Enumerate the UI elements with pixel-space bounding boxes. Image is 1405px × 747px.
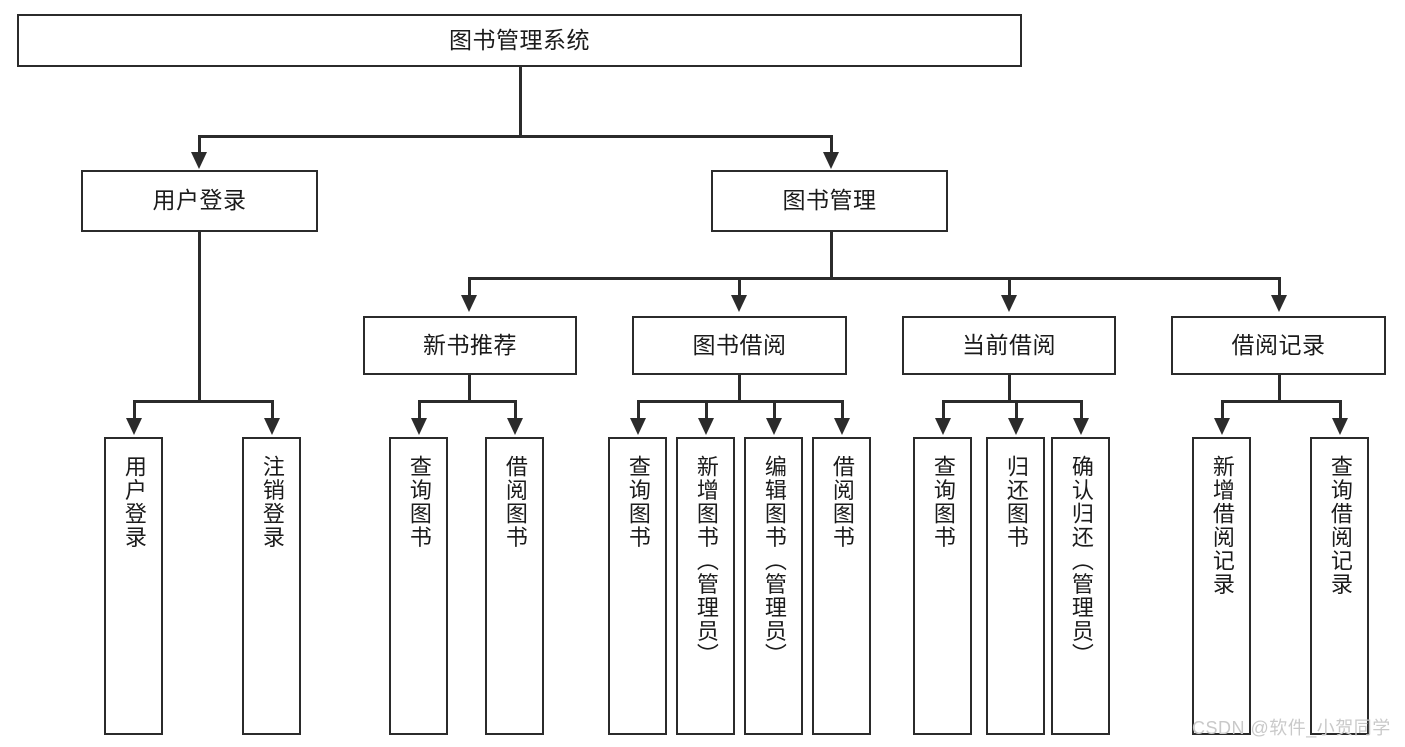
node-root-system-label: 图书管理系统 bbox=[449, 26, 590, 53]
node-book-borrow[interactable]: 图书借阅 bbox=[632, 316, 847, 375]
arrow-book-mgmt-to-records bbox=[1271, 295, 1287, 312]
leaf-add-borrow-record[interactable]: 新增借阅记录 bbox=[1192, 437, 1251, 735]
arrow-current-borrow-to-leaf-3 bbox=[1073, 418, 1089, 435]
node-new-book-recommend-label: 新书推荐 bbox=[423, 331, 517, 358]
connector-borrow-records-bar bbox=[1221, 400, 1340, 403]
leaf-return-book[interactable]: 归还图书 bbox=[986, 437, 1045, 735]
connector-book-mgmt-to-current bbox=[1008, 277, 1011, 297]
connector-new-book-to-leaf-1 bbox=[418, 400, 421, 420]
arrow-book-mgmt-to-current bbox=[1001, 295, 1017, 312]
arrow-current-borrow-to-leaf-2 bbox=[1008, 418, 1024, 435]
node-new-book-recommend[interactable]: 新书推荐 bbox=[363, 316, 577, 375]
leaf-edit-book-admin[interactable]: 编辑图书（管理员） bbox=[744, 437, 803, 735]
connector-book-borrow-to-leaf-2 bbox=[705, 400, 708, 420]
node-user-login[interactable]: 用户登录 bbox=[81, 170, 318, 232]
connector-user-login-bar bbox=[133, 400, 273, 403]
connector-book-mgmt-to-records bbox=[1278, 277, 1281, 297]
leaf-return-book-label: 归还图书 bbox=[1003, 455, 1029, 549]
arrow-book-borrow-to-leaf-3 bbox=[766, 418, 782, 435]
arrow-borrow-records-to-leaf-2 bbox=[1332, 418, 1348, 435]
arrow-current-borrow-to-leaf-1 bbox=[935, 418, 951, 435]
connector-book-mgmt-bar bbox=[468, 277, 1280, 280]
leaf-confirm-return-admin[interactable]: 确认归还（管理员） bbox=[1051, 437, 1110, 735]
connector-book-mgmt-stem bbox=[830, 232, 833, 279]
leaf-add-book-admin[interactable]: 新增图书（管理员） bbox=[676, 437, 735, 735]
connector-book-borrow-to-leaf-3 bbox=[773, 400, 776, 420]
arrow-root-to-book-mgmt bbox=[823, 152, 839, 169]
connector-user-login-stem bbox=[198, 232, 201, 402]
arrow-new-book-to-leaf-1 bbox=[411, 418, 427, 435]
leaf-logout-label: 注销登录 bbox=[259, 455, 285, 549]
connector-book-borrow-to-leaf-4 bbox=[841, 400, 844, 420]
connector-book-mgmt-to-new-book bbox=[468, 277, 471, 297]
connector-borrow-records-to-leaf-2 bbox=[1339, 400, 1342, 420]
csdn-watermark: CSDN @软件_小贺同学 bbox=[1192, 718, 1391, 738]
leaf-add-book-admin-label: 新增图书（管理员） bbox=[693, 455, 719, 667]
arrow-book-borrow-to-leaf-2 bbox=[698, 418, 714, 435]
leaf-borrow-book-recommend[interactable]: 借阅图书 bbox=[485, 437, 544, 735]
leaf-query-book-borrow[interactable]: 查询图书 bbox=[608, 437, 667, 735]
connector-borrow-records-stem bbox=[1278, 375, 1281, 402]
leaf-add-borrow-record-label: 新增借阅记录 bbox=[1209, 455, 1235, 596]
arrow-user-login-to-leaf-2 bbox=[264, 418, 280, 435]
leaf-query-book-current-label: 查询图书 bbox=[930, 455, 956, 549]
connector-current-borrow-bar bbox=[942, 400, 1081, 403]
connector-root-to-book-mgmt bbox=[830, 135, 833, 155]
node-borrow-records-label: 借阅记录 bbox=[1231, 331, 1326, 358]
leaf-query-book-recommend-label: 查询图书 bbox=[406, 455, 432, 549]
connector-book-borrow-stem bbox=[738, 375, 741, 402]
leaf-query-borrow-record[interactable]: 查询借阅记录 bbox=[1310, 437, 1369, 735]
leaf-user-login-label: 用户登录 bbox=[121, 455, 147, 549]
arrow-book-mgmt-to-new-book bbox=[461, 295, 477, 312]
connector-current-borrow-to-leaf-1 bbox=[942, 400, 945, 420]
arrow-user-login-to-leaf-1 bbox=[126, 418, 142, 435]
connector-user-login-to-leaf-2 bbox=[271, 400, 274, 420]
leaf-borrow-book[interactable]: 借阅图书 bbox=[812, 437, 871, 735]
node-current-borrow[interactable]: 当前借阅 bbox=[902, 316, 1116, 375]
arrow-root-to-user-login bbox=[191, 152, 207, 169]
leaf-query-borrow-record-label: 查询借阅记录 bbox=[1327, 455, 1353, 596]
connector-borrow-records-to-leaf-1 bbox=[1221, 400, 1224, 420]
leaf-logout[interactable]: 注销登录 bbox=[242, 437, 301, 735]
leaf-query-book-current[interactable]: 查询图书 bbox=[913, 437, 972, 735]
connector-book-borrow-to-leaf-1 bbox=[637, 400, 640, 420]
connector-new-book-to-leaf-2 bbox=[514, 400, 517, 420]
connector-new-book-stem bbox=[468, 375, 471, 402]
connector-current-borrow-to-leaf-3 bbox=[1080, 400, 1083, 420]
connector-current-borrow-to-leaf-2 bbox=[1015, 400, 1018, 420]
connector-root-to-user-login bbox=[198, 135, 201, 155]
node-book-management[interactable]: 图书管理 bbox=[711, 170, 948, 232]
node-borrow-records[interactable]: 借阅记录 bbox=[1171, 316, 1386, 375]
arrow-book-borrow-to-leaf-4 bbox=[834, 418, 850, 435]
connector-new-book-bar bbox=[418, 400, 517, 403]
connector-current-borrow-stem bbox=[1008, 375, 1011, 402]
connector-root-stem bbox=[519, 67, 522, 135]
node-current-borrow-label: 当前借阅 bbox=[962, 331, 1056, 358]
connector-user-login-to-leaf-1 bbox=[133, 400, 136, 420]
leaf-borrow-book-label: 借阅图书 bbox=[829, 455, 855, 549]
arrow-borrow-records-to-leaf-1 bbox=[1214, 418, 1230, 435]
connector-book-borrow-bar bbox=[637, 400, 844, 403]
leaf-edit-book-admin-label: 编辑图书（管理员） bbox=[761, 455, 787, 667]
arrow-new-book-to-leaf-2 bbox=[507, 418, 523, 435]
connector-book-mgmt-to-borrow bbox=[738, 277, 741, 297]
connector-root-bar bbox=[198, 135, 832, 138]
leaf-borrow-book-recommend-label: 借阅图书 bbox=[502, 455, 528, 549]
node-book-borrow-label: 图书借阅 bbox=[692, 331, 787, 358]
arrow-book-mgmt-to-borrow bbox=[731, 295, 747, 312]
arrow-book-borrow-to-leaf-1 bbox=[630, 418, 646, 435]
leaf-confirm-return-admin-label: 确认归还（管理员） bbox=[1068, 455, 1094, 667]
leaf-user-login[interactable]: 用户登录 bbox=[104, 437, 163, 735]
node-book-management-label: 图书管理 bbox=[782, 187, 877, 214]
node-root-system[interactable]: 图书管理系统 bbox=[17, 14, 1022, 67]
node-user-login-label: 用户登录 bbox=[152, 187, 247, 214]
leaf-query-book-borrow-label: 查询图书 bbox=[625, 455, 651, 549]
leaf-query-book-recommend[interactable]: 查询图书 bbox=[389, 437, 448, 735]
